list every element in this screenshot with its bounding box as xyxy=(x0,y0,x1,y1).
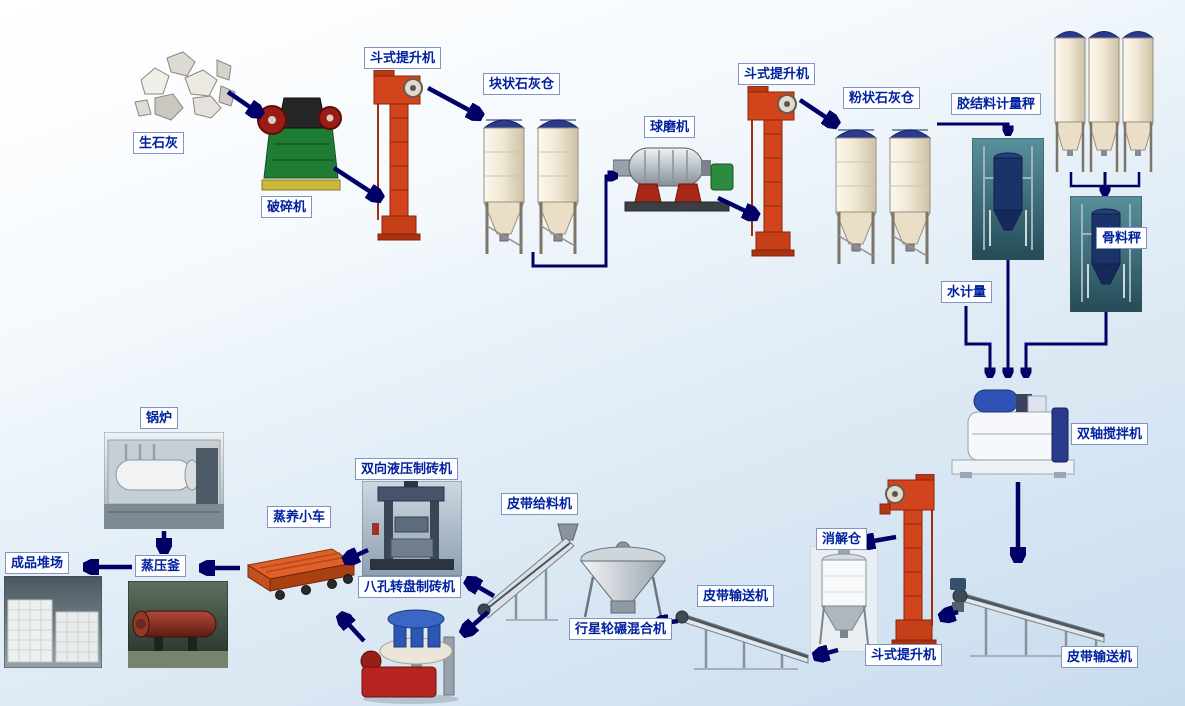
label-belt-conveyor-mid: 皮带输送机 xyxy=(697,585,775,607)
label-digestion-silo: 消解仓 xyxy=(816,528,868,550)
label-crusher: 破碎机 xyxy=(261,196,313,218)
label-powder-lime-silo: 粉状石灰仓 xyxy=(843,87,921,109)
arrow-elevator1-to-block-silo xyxy=(426,86,480,116)
label-boiler: 锅炉 xyxy=(140,407,179,429)
arrow-aggregate-scale-to-mixer xyxy=(1026,312,1108,376)
belt-feeder-image xyxy=(472,522,580,624)
label-ball-mill: 球磨机 xyxy=(644,116,696,138)
label-bucket-elevator-2: 斗式提升机 xyxy=(738,63,816,85)
quicklime-rocks-image xyxy=(133,50,238,128)
digestion-silo-image xyxy=(810,546,878,652)
label-block-lime-silo: 块状石灰仓 xyxy=(483,73,561,95)
hydraulic-brick-machine-image xyxy=(362,481,462,576)
label-rotary-brick-machine: 八孔转盘制砖机 xyxy=(358,576,462,598)
label-water-meter: 水计量 xyxy=(941,281,993,303)
label-product-yard: 成品堆场 xyxy=(5,552,70,574)
block-lime-silos-image xyxy=(481,106,585,262)
rotary-brick-machine-image xyxy=(356,599,462,705)
label-aggregate-scale: 骨料秤 xyxy=(1096,227,1148,249)
label-bucket-elevator-3: 斗式提升机 xyxy=(865,644,943,666)
label-binder-weigher: 胶结料计量秤 xyxy=(951,93,1042,115)
belt-conveyor-right-image xyxy=(950,556,1118,666)
steam-cart-image xyxy=(240,543,358,605)
label-bucket-elevator-1: 斗式提升机 xyxy=(364,47,442,69)
product-yard-image xyxy=(4,576,102,668)
label-quicklime: 生石灰 xyxy=(133,132,185,154)
label-planetary-mixer: 行星轮碾混合机 xyxy=(569,618,673,640)
label-autoclave: 蒸压釜 xyxy=(135,555,187,577)
twin-shaft-mixer-image xyxy=(950,382,1080,480)
planetary-mixer-image xyxy=(573,541,673,627)
boiler-image xyxy=(104,432,224,529)
aggregate-silos-image xyxy=(1053,20,1157,178)
label-steam-cart: 蒸养小车 xyxy=(267,506,332,528)
binder-weigher-image xyxy=(972,138,1044,260)
autoclave-image xyxy=(128,581,228,668)
arrow-elevator2-to-powder-silo xyxy=(798,98,836,124)
label-hydraulic-brick-machine: 双向液压制砖机 xyxy=(355,458,459,480)
bucket-elevator-3-image xyxy=(876,474,942,648)
arrow-water-to-mixer xyxy=(964,306,990,376)
label-belt-feeder: 皮带给料机 xyxy=(501,493,579,515)
label-twin-shaft-mixer: 双轴搅拌机 xyxy=(1071,423,1149,445)
jaw-crusher-image xyxy=(256,86,346,192)
belt-conveyor-mid-image xyxy=(672,593,816,677)
label-belt-conveyor-right: 皮带输送机 xyxy=(1061,646,1139,668)
powder-lime-silos-image xyxy=(833,116,937,272)
arrow-powder-silo-to-binder-weigher xyxy=(937,122,1008,134)
bucket-elevator-2-image xyxy=(740,86,802,258)
ball-mill-image xyxy=(613,136,735,216)
aggregate-scale-image xyxy=(1070,196,1142,312)
bucket-elevator-1-image xyxy=(366,70,428,242)
